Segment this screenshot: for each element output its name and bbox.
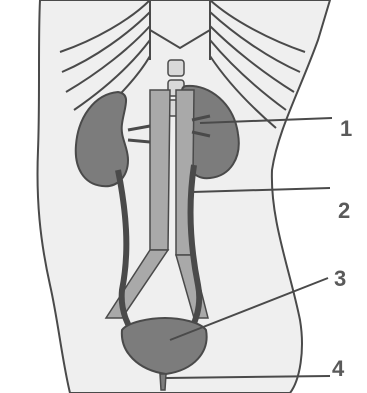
urethra xyxy=(160,374,166,390)
callout-label-4: 4 xyxy=(332,356,345,381)
callout-label-2: 2 xyxy=(338,198,350,223)
callout-label-3: 3 xyxy=(334,266,346,291)
callout-label-1: 1 xyxy=(340,116,352,141)
